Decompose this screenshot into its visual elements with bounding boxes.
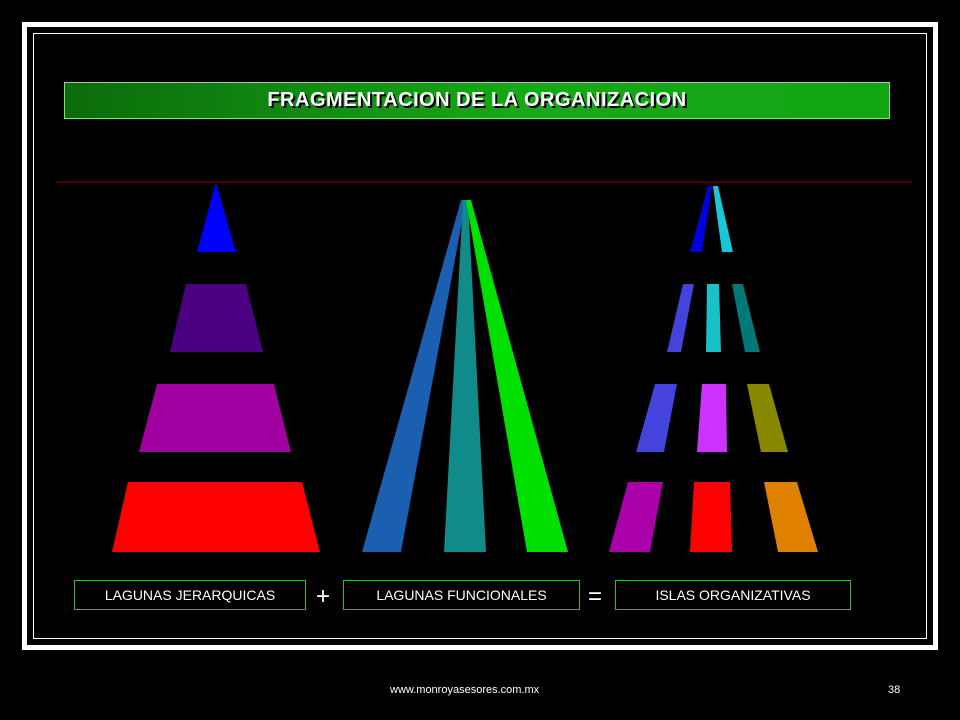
plus-operator: +	[316, 583, 331, 610]
label-islas-organizativas: ISLAS ORGANIZATIVAS	[615, 580, 851, 610]
functional-column-center	[444, 200, 486, 552]
island-row3-left	[636, 384, 677, 452]
title-banner: FRAGMENTACION DE LA ORGANIZACION	[64, 82, 890, 119]
functional-column-right	[466, 200, 568, 552]
hierarchy-pyramid	[112, 182, 320, 552]
equals-operator: =	[588, 583, 603, 610]
island-row2-center	[706, 284, 721, 352]
island-row3-right	[747, 384, 788, 452]
slide-inner-frame	[33, 33, 927, 639]
island-row4-right	[764, 482, 818, 552]
hierarchy-level-2	[170, 284, 263, 352]
label-lagunas-funcionales: LAGUNAS FUNCIONALES	[343, 580, 580, 610]
island-row4-center	[690, 482, 732, 552]
label-lagunas-jerarquicas: LAGUNAS JERARQUICAS	[74, 580, 306, 610]
island-row1-left	[690, 186, 712, 252]
page-number: 38	[888, 684, 901, 696]
island-row2-left	[667, 284, 694, 352]
functional-fan	[362, 200, 568, 552]
hierarchy-level-3	[139, 384, 291, 452]
island-row2-right	[732, 284, 760, 352]
slide-title: FRAGMENTACION DE LA ORGANIZACION	[267, 89, 687, 111]
hierarchy-level-top	[197, 182, 236, 252]
slide-frame	[22, 22, 938, 650]
islands-cluster	[609, 186, 818, 552]
functional-column-left	[362, 200, 466, 552]
hierarchy-level-base	[112, 482, 320, 552]
island-row1-right	[713, 186, 733, 252]
island-row3-center	[697, 384, 727, 452]
footer-url: www.monroyasesores.com.mx	[390, 684, 540, 696]
island-row4-left	[609, 482, 663, 552]
